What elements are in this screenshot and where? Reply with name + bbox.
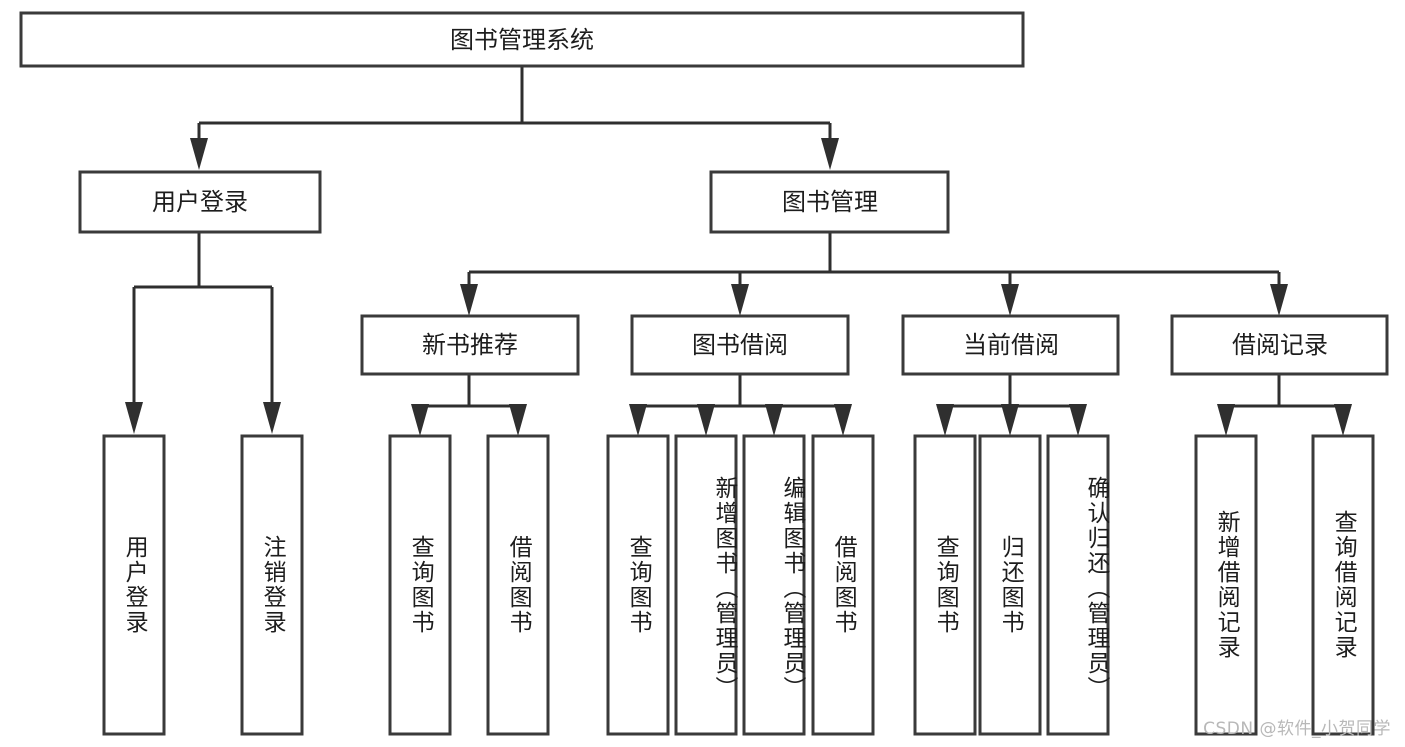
label-root: 图书管理系统 bbox=[450, 26, 594, 54]
arrowhead-current-borrow bbox=[1001, 284, 1019, 316]
label-book-borrow: 图书借阅 bbox=[692, 331, 788, 359]
arrowhead-br-leaf2 bbox=[1334, 404, 1352, 436]
node-borrow-record[interactable] bbox=[1170, 314, 1389, 376]
arrowhead-cb-leaf3 bbox=[1069, 404, 1087, 436]
node-leaf-bb-borrow-book[interactable] bbox=[811, 434, 875, 736]
label-current-borrow: 当前借阅 bbox=[963, 331, 1059, 359]
node-leaf-bb-add-book[interactable] bbox=[674, 434, 738, 736]
node-leaf-bb-query-book[interactable] bbox=[606, 434, 670, 736]
arrowhead-cb-leaf1 bbox=[936, 404, 954, 436]
arrowhead-bb-leaf3 bbox=[765, 404, 783, 436]
node-leaf-br-query-record[interactable] bbox=[1311, 434, 1375, 736]
csdn-watermark: CSDN @软件_小贺同学 bbox=[1203, 719, 1391, 739]
label-user-login: 用户登录 bbox=[152, 188, 248, 216]
horizontal-labels-group: 图书管理系统 用户登录 图书管理 新书推荐 图书借阅 当前借阅 借阅记录 bbox=[152, 26, 1328, 359]
node-book-management[interactable] bbox=[709, 170, 950, 234]
node-root-book-management-system[interactable] bbox=[19, 11, 1025, 68]
node-leaf-cb-confirm-return[interactable] bbox=[1046, 434, 1110, 736]
node-book-borrow[interactable] bbox=[630, 314, 850, 376]
node-leaf-nb-query-book[interactable] bbox=[388, 434, 452, 736]
node-leaf-cb-return-book[interactable] bbox=[978, 434, 1042, 736]
arrowhead-new-book bbox=[460, 284, 478, 316]
label-borrow-record: 借阅记录 bbox=[1232, 331, 1328, 359]
arrowhead-leaf-logout bbox=[263, 402, 281, 434]
arrowhead-bb-leaf1 bbox=[629, 404, 647, 436]
arrowhead-borrow-record bbox=[1270, 284, 1288, 316]
arrowhead-book-borrow bbox=[731, 284, 749, 316]
node-leaf-bb-edit-book[interactable] bbox=[742, 434, 806, 736]
arrowhead-cb-leaf2 bbox=[1001, 404, 1019, 436]
node-leaf-cb-query-book[interactable] bbox=[913, 434, 977, 736]
node-leaf-br-add-record[interactable] bbox=[1194, 434, 1258, 736]
arrowhead-bb-leaf2 bbox=[697, 404, 715, 436]
arrowhead-leaf-user-login bbox=[125, 402, 143, 434]
arrowhead-book-mgmt bbox=[821, 138, 839, 170]
label-book-management: 图书管理 bbox=[782, 188, 878, 216]
node-new-book-recommend[interactable] bbox=[360, 314, 580, 376]
arrowhead-user-login bbox=[190, 138, 208, 170]
label-new-book-recommend: 新书推荐 bbox=[422, 331, 518, 359]
node-leaf-logout[interactable] bbox=[240, 434, 304, 736]
node-current-borrow[interactable] bbox=[901, 314, 1120, 376]
node-leaf-nb-borrow-book[interactable] bbox=[486, 434, 550, 736]
arrowhead-bb-leaf4 bbox=[834, 404, 852, 436]
node-user-login[interactable] bbox=[78, 170, 322, 234]
arrowhead-br-leaf1 bbox=[1217, 404, 1235, 436]
arrowhead-nb-leaf1 bbox=[411, 404, 429, 436]
node-leaf-user-login[interactable] bbox=[102, 434, 166, 736]
arrowhead-nb-leaf2 bbox=[509, 404, 527, 436]
nodes-group bbox=[19, 11, 1389, 736]
connectors-group bbox=[125, 66, 1352, 436]
